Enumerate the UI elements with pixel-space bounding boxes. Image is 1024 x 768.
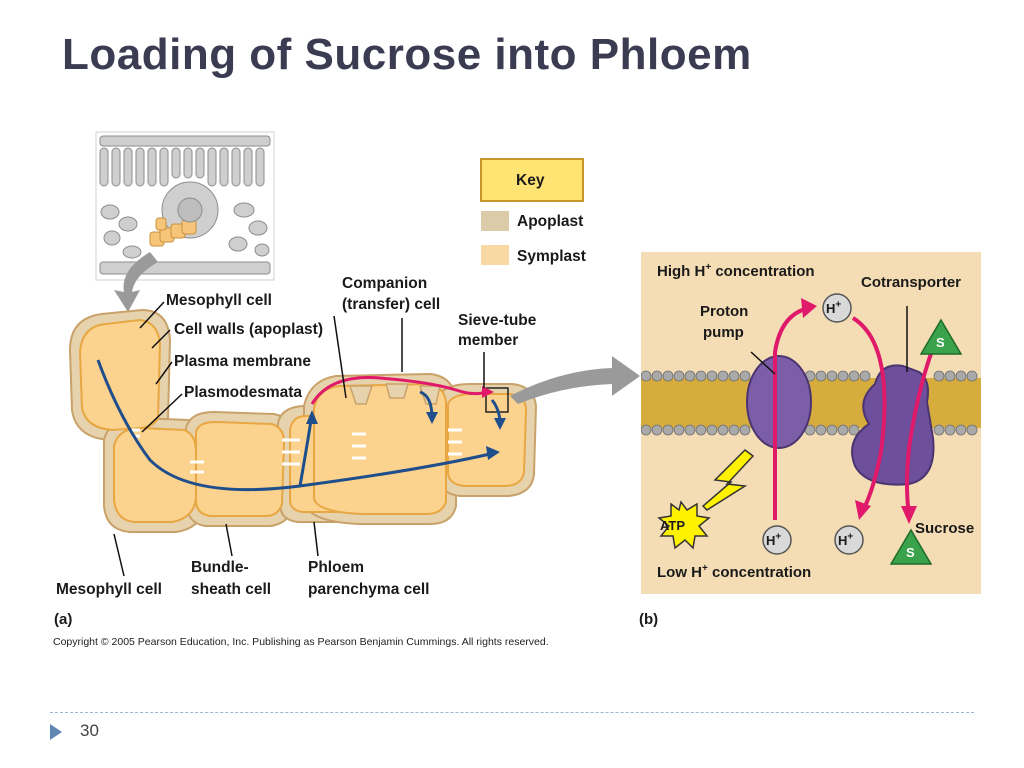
sucrose-triangles xyxy=(889,318,963,565)
label-bundle-sheath-line1: Bundle- xyxy=(191,559,249,576)
symplast-swatch xyxy=(481,245,509,265)
key-apoplast-label: Apoplast xyxy=(517,213,584,230)
leaf-cross-section xyxy=(95,131,275,312)
footer-divider xyxy=(50,712,974,713)
cell-chain xyxy=(69,309,537,533)
h-ion-top: H+ xyxy=(826,299,842,316)
label-sieve-tube-line2: member xyxy=(458,332,519,349)
key-symplast-label: Symplast xyxy=(517,248,586,265)
label-proton-line2: pump xyxy=(703,324,744,341)
h-ion-bottom-right: H+ xyxy=(838,531,854,548)
label-phloem-parenchyma-line1: Phloem xyxy=(308,559,364,576)
label-plasmodesmata: Plasmodesmata xyxy=(184,384,303,401)
proton-pump xyxy=(746,355,812,449)
footer-arrow-icon xyxy=(50,724,62,740)
h-ion-circles xyxy=(762,293,864,555)
slide-number: 30 xyxy=(80,721,99,740)
label-companion-line1: Companion xyxy=(342,275,428,292)
cotransporter-protein xyxy=(851,364,935,486)
atp-burst xyxy=(657,500,711,550)
label-plasma-membrane: Plasma membrane xyxy=(174,353,311,370)
label-atp: ATP xyxy=(660,518,686,533)
key-title: Key xyxy=(516,172,545,189)
apoplast-swatch xyxy=(481,211,509,231)
panel-b-tag: (b) xyxy=(639,611,659,628)
panel-a-tag: (a) xyxy=(54,611,73,628)
panel-b-diagram xyxy=(641,252,981,594)
key-box xyxy=(480,158,584,202)
label-sieve-tube-line1: Sieve-tube xyxy=(458,312,537,329)
label-sucrose: Sucrose xyxy=(915,520,975,537)
label-mesophyll-cell-bottom: Mesophyll cell xyxy=(56,581,162,598)
label-low-h-concentration: Low H+ concentration xyxy=(657,563,812,582)
label-cotransporter: Cotransporter xyxy=(861,274,962,291)
label-bundle-sheath-line2: sheath cell xyxy=(191,581,272,598)
zoom-arrow xyxy=(510,356,640,404)
apoplast-flow-arrow xyxy=(310,376,487,405)
label-companion-line2: (transfer) cell xyxy=(342,296,441,313)
label-mesophyll-cell-top: Mesophyll cell xyxy=(166,292,272,309)
leader-lines xyxy=(113,301,485,577)
sucrose-symbol-top: S xyxy=(936,335,945,350)
copyright-text: Copyright © 2005 Pearson Education, Inc.… xyxy=(53,636,549,648)
label-phloem-parenchyma-line2: parenchyma cell xyxy=(308,581,430,598)
label-cell-walls: Cell walls (apoplast) xyxy=(174,321,324,338)
panel-a-diagram xyxy=(69,131,640,577)
energy-bolt xyxy=(701,449,755,511)
h-ion-bottom-left: H+ xyxy=(766,531,782,548)
slide-title: Loading of Sucrose into Phloem xyxy=(62,30,752,79)
sucrose-symbol-bottom: S xyxy=(906,545,915,560)
label-high-h-concentration: High H+ concentration xyxy=(657,262,815,281)
label-proton-line1: Proton xyxy=(700,303,749,320)
